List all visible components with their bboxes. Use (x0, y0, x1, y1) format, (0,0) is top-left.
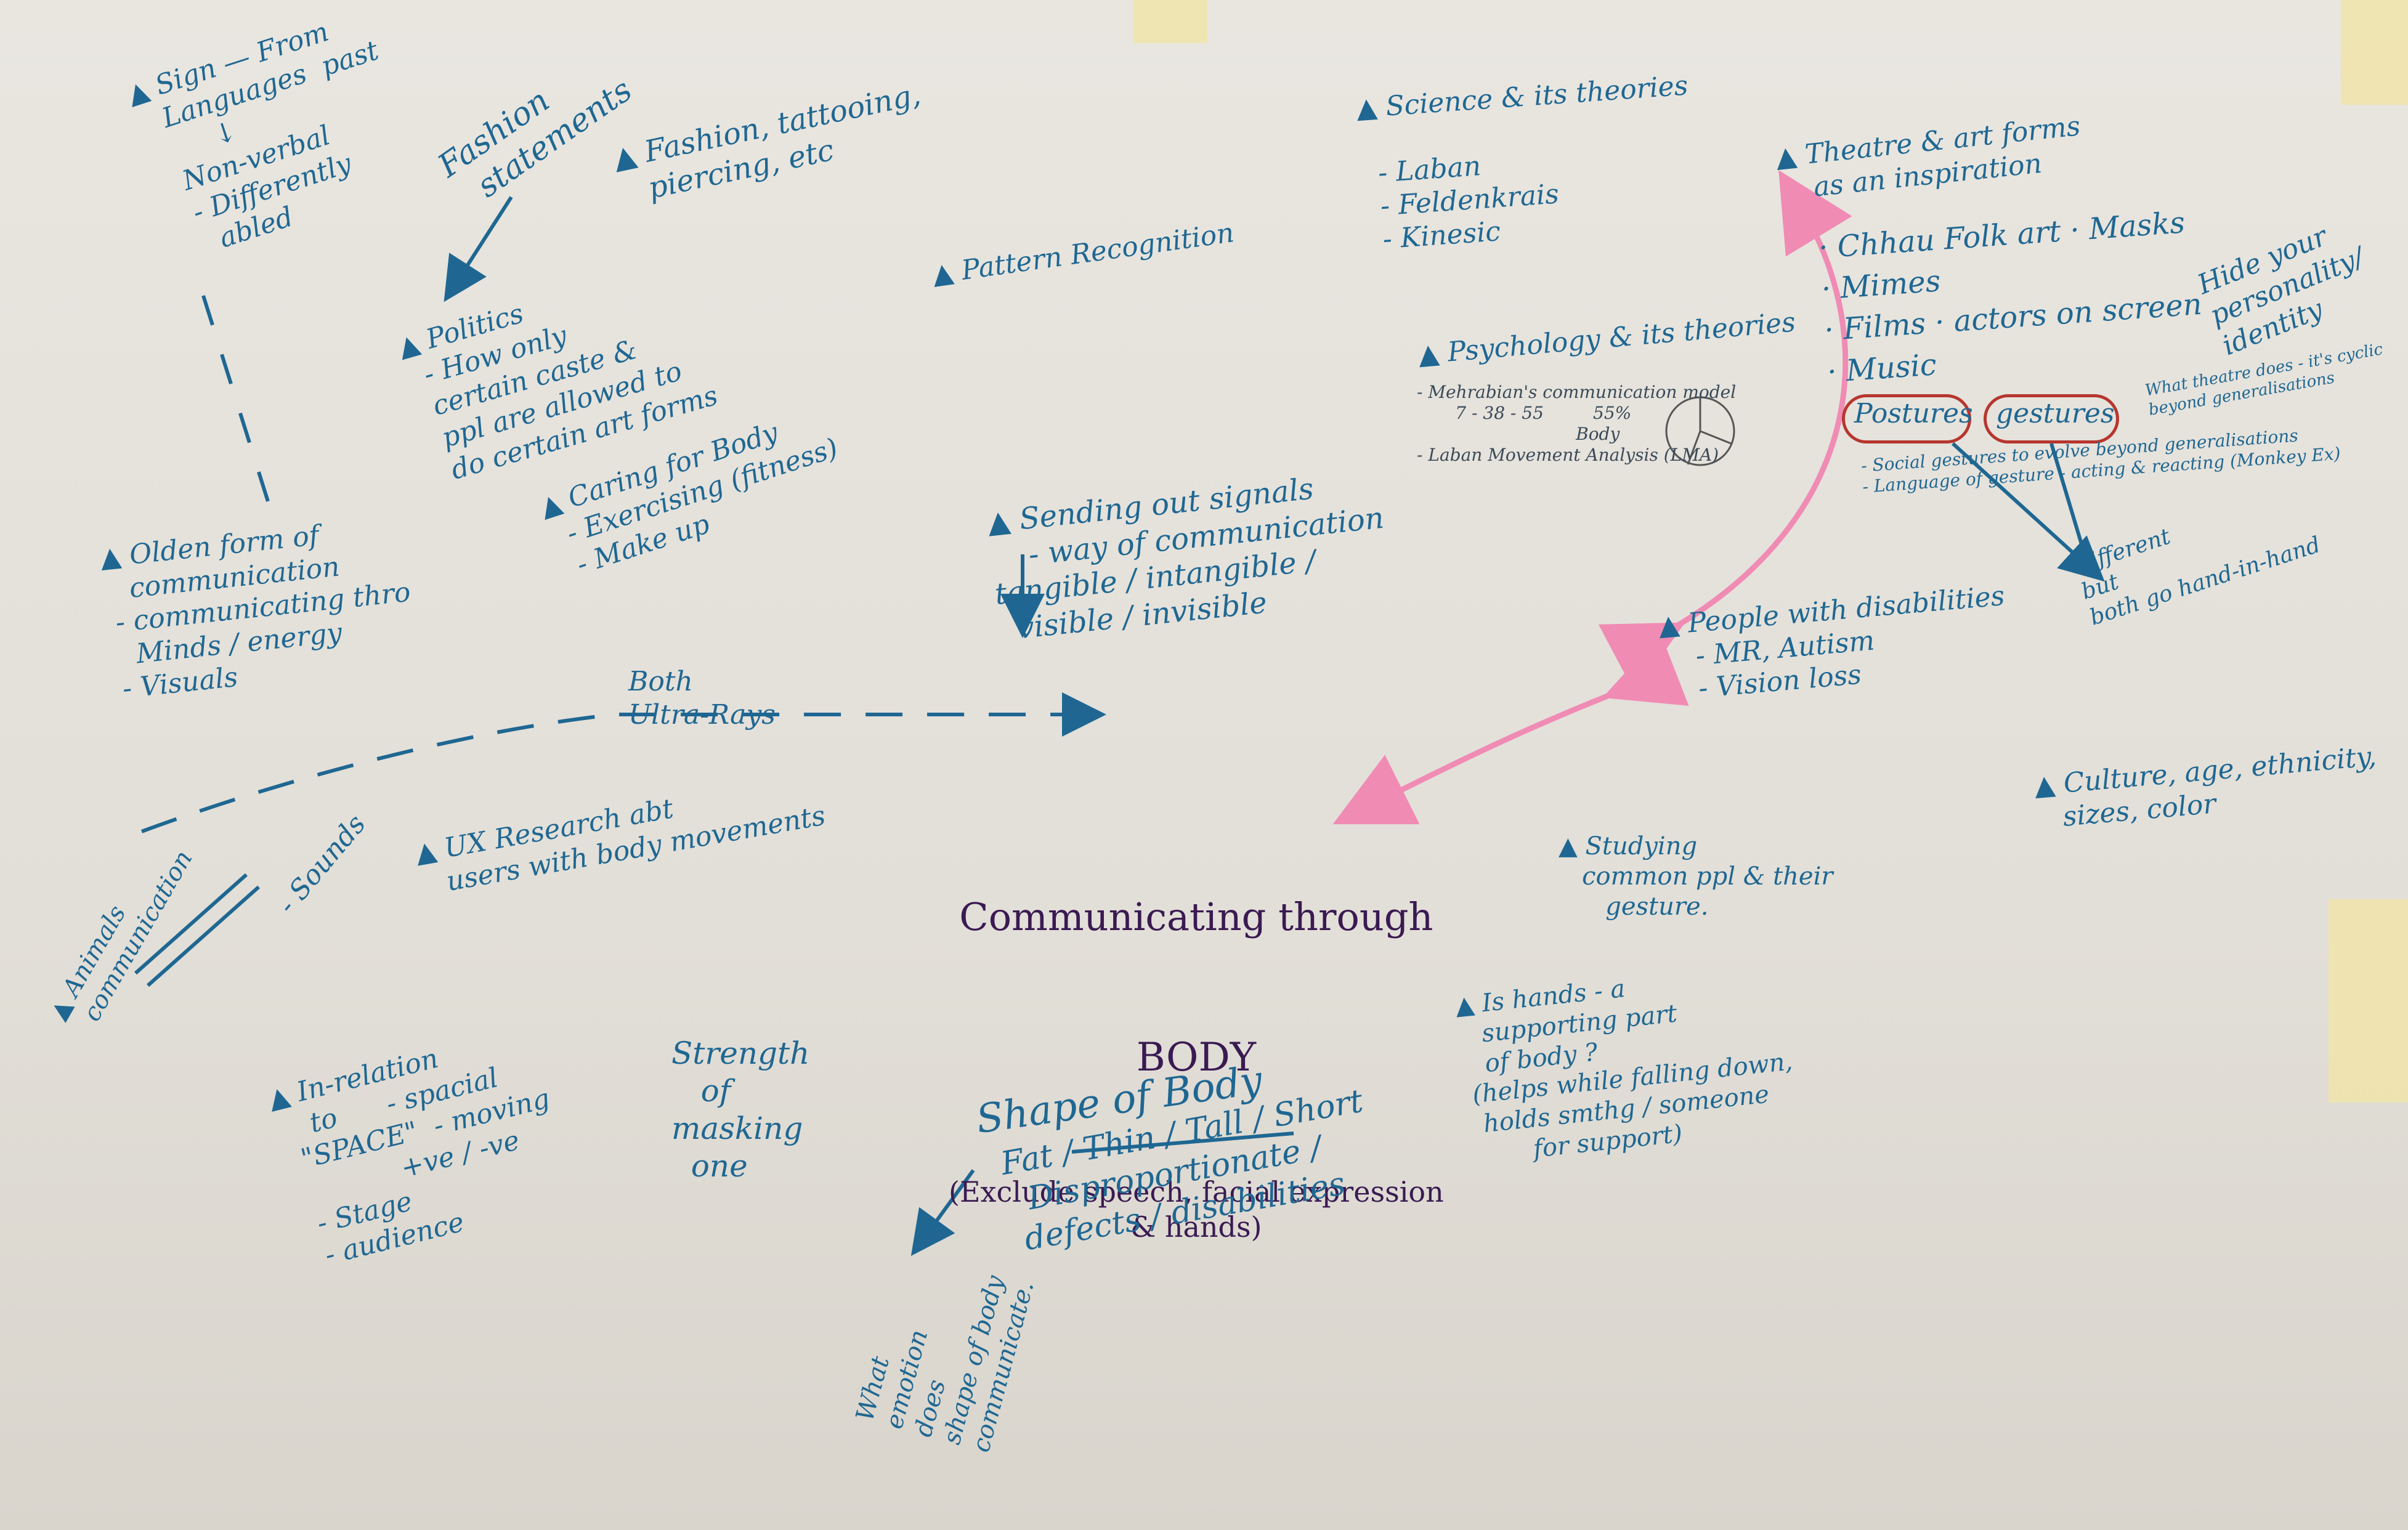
note-hands: ▲ Is hands - a supporting part of body ?… (1454, 974, 1794, 1170)
center-body-text: BODY (1136, 1035, 1256, 1081)
tape-top (1133, 0, 1207, 43)
note-postures: Postures (1854, 398, 1973, 429)
arrow-gestures-different (2049, 443, 2090, 567)
pink-arrow-center (1332, 633, 1689, 825)
animals-lines (134, 873, 260, 987)
center-title: Communicating through BODY (Exclude spee… (949, 801, 1444, 1337)
arrow-shape-emotion (910, 1169, 975, 1257)
note-studying: ▲ Studying common ppl & their gesture. (1559, 832, 1833, 921)
note-both-rays: Both Ultra-Rays (628, 666, 776, 731)
note-olden: ▲ Olden form of communication - communic… (99, 519, 412, 706)
dashed-vertical (201, 295, 273, 512)
gestures-ring (1984, 394, 2119, 443)
dashed-line (140, 692, 1106, 833)
shape-underline (1071, 1131, 1294, 1154)
arrow-postures-different (1951, 442, 2105, 582)
note-gestures: gestures (1996, 398, 2115, 429)
arrow-fashion-politics (444, 196, 513, 302)
center-exclude-text: (Exclude speech, facial expression & han… (949, 1175, 1444, 1244)
postures-ring (1842, 394, 1971, 443)
tape-right (2329, 899, 2408, 1103)
pink-arrow-theatre (1598, 170, 1852, 694)
note-theatre-items: · Chhau Folk art · Masks · Mimes · Films… (1817, 205, 2203, 389)
tape-top-right (2341, 0, 2408, 105)
center-title-text: Communicating through (959, 894, 1433, 940)
note-strength: Strength of masking one (671, 1035, 810, 1184)
note-mehrabian: - Mehrabian's communication model 7 - 38… (1417, 382, 1737, 466)
note-science: ▲ Science & its theories - Laban - Felde… (1355, 70, 1689, 257)
